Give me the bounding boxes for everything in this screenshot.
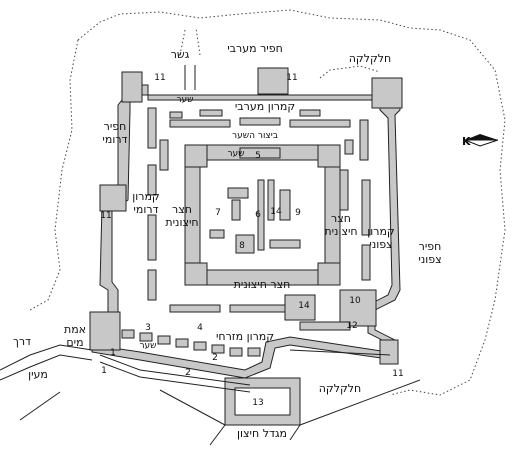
svg-text:חפיר: חפיר (104, 120, 127, 133)
tower-se (339, 289, 377, 327)
label-aqueduct: אמת מים (64, 323, 86, 349)
label-road: דרך (13, 335, 31, 348)
outer-slope (159, 379, 421, 446)
label-southern-vault: קמרון דרומי (132, 190, 159, 216)
tower-w (99, 184, 127, 212)
num-7: 7 (215, 208, 221, 218)
num-5: 5 (255, 151, 261, 161)
label-glacis-top: חלקלקה (349, 52, 392, 65)
num-9: 9 (295, 208, 301, 218)
tower-ne (371, 77, 403, 109)
svg-text:קמרון: קמרון (367, 225, 394, 238)
num-1-b: 1 (101, 366, 107, 376)
num-11-sw: 11 (100, 211, 111, 221)
eastern-vault-cells (121, 329, 261, 357)
num-12: 12 (346, 321, 357, 331)
label-western-vault: קמרון מערבי (235, 100, 295, 113)
keep-corner-towers (184, 144, 341, 286)
moat-outline (29, 9, 506, 396)
num-10: 10 (349, 296, 361, 306)
svg-text:חצר: חצר (331, 212, 351, 225)
svg-text:חצר: חצר (172, 203, 192, 216)
tower-sw (89, 311, 121, 351)
label-bridge: גשר (171, 48, 190, 61)
label-outer-court-w: חצר חיצונית (165, 203, 198, 229)
label-outer-court-s: חצר חיצונית (234, 278, 291, 291)
label-outer-court-e: חצר חיצונית (324, 212, 357, 238)
label-spring: מעין (28, 368, 48, 381)
svg-text:K: K (462, 135, 471, 148)
structure-12 (299, 321, 351, 331)
svg-text:חיצונית: חיצונית (324, 225, 357, 238)
svg-text:דרומי: דרומי (102, 133, 127, 146)
keep-rooms (209, 147, 301, 254)
label-outer-tower: מגדל חיצון (237, 427, 287, 440)
svg-text:אמת: אמת (64, 323, 86, 336)
num-13: 13 (252, 398, 263, 408)
structure-14 (284, 294, 316, 321)
num-3: 3 (145, 323, 151, 333)
label-western-moat: חפיר מערבי (227, 42, 283, 55)
inner-moat-line (179, 27, 381, 79)
label-gate-fort: ביצור השער (232, 131, 278, 141)
label-glacis-bottom: חלקלקה (319, 382, 362, 395)
num-14-a: 14 (270, 207, 282, 217)
svg-text:מים: מים (66, 336, 83, 349)
num-2-a: 2 (212, 353, 218, 363)
num-2-b: 2 (185, 368, 191, 378)
bridge-lines (184, 65, 196, 90)
label-northern-vault: קמרון צפוני (367, 225, 394, 251)
label-eastern-vault: קמרון מזרחי (216, 330, 274, 343)
aqueduct-line (99, 349, 391, 393)
road-line (0, 344, 93, 421)
svg-text:חיצונית: חיצונית (165, 216, 198, 229)
svg-text:צפוני: צפוני (369, 238, 392, 251)
num-11-ne: 11 (286, 73, 297, 83)
num-6: 6 (255, 210, 261, 220)
label-gate-west: שער (176, 95, 193, 105)
num-4: 4 (197, 323, 203, 333)
label-gate-east: שער (139, 341, 156, 351)
label-gate-inner: שער (227, 149, 244, 159)
num-1-a: 1 (110, 348, 116, 358)
num-11-e: 11 (392, 369, 403, 379)
svg-text:צפוני: צפוני (418, 253, 441, 266)
tower-e (379, 339, 399, 365)
num-11-nw: 11 (154, 73, 165, 83)
svg-text:חפיר: חפיר (419, 240, 442, 253)
north-arrow-icon: K (462, 134, 499, 148)
label-southern-moat: חפיר דרומי (102, 120, 127, 146)
svg-text:קמרון: קמרון (132, 190, 159, 203)
tower-nw (121, 71, 143, 103)
num-14-b: 14 (298, 301, 310, 311)
tower-n (257, 67, 289, 95)
label-northern-moat: חפיר צפוני (418, 240, 441, 266)
svg-text:דרומי: דרומי (133, 203, 158, 216)
vault-segments (147, 107, 371, 313)
num-8: 8 (239, 241, 245, 251)
